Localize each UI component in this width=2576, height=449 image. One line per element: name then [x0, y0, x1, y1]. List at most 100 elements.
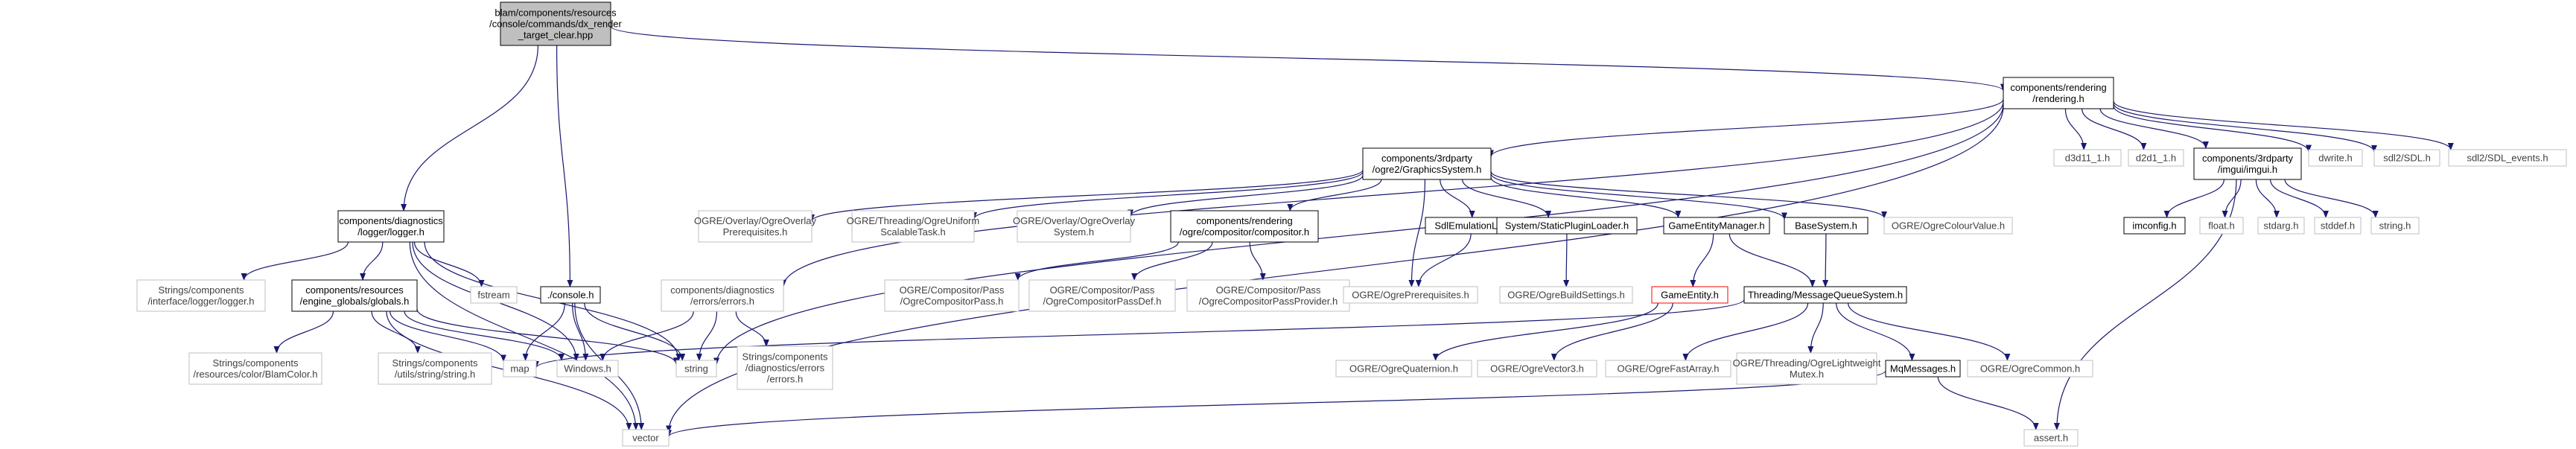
node-stdarg[interactable]: stdarg.h — [2257, 217, 2305, 235]
edge-logger-to-fstream — [413, 241, 485, 287]
node-d3d11-1[interactable]: d3d11_1.h — [2053, 149, 2122, 167]
node-logger[interactable]: components/diagnostics/logger/logger.h — [337, 210, 445, 243]
edge-errors-to-string — [696, 311, 718, 361]
node-label-line: sdl2/SDL_events.h — [2467, 153, 2548, 164]
node-label-line: OGRE/OgreFastArray.h — [1617, 363, 1719, 375]
node-box — [1170, 210, 1319, 243]
node-comp-pass[interactable]: OGRE/Compositor/Pass/OgreCompositorPass.… — [884, 279, 1020, 312]
node-game-entity[interactable]: GameEntity.h — [1651, 286, 1729, 304]
node-graphics-system[interactable]: components/3rdparty/ogre2/GraphicsSystem… — [1362, 147, 1492, 180]
node-label-line: vector — [632, 433, 659, 444]
node-label-line: dwrite.h — [2318, 153, 2353, 164]
node-build-settings[interactable]: OGRE/OgreBuildSettings.h — [1499, 286, 1633, 304]
node-label-line: Strings/components — [213, 357, 299, 369]
node-box — [2448, 149, 2567, 167]
edge-compositor-to-comp_pass_def — [1131, 241, 1213, 281]
node-label-line: components/diagnostics — [339, 215, 443, 226]
node-label-line: OGRE/OgreColourValue.h — [1892, 220, 2005, 232]
node-vector3[interactable]: OGRE/OgreVector3.h — [1477, 360, 1597, 378]
node-label-line: /ogre/compositor/compositor.h — [1180, 226, 1309, 238]
edge-graphics_system-to-overlay_system — [1128, 174, 1364, 217]
node-rendering[interactable]: components/rendering/rendering.h — [2003, 77, 2114, 109]
node-utils-string[interactable]: Strings/components/utils/string/string.h — [378, 352, 492, 385]
node-dwrite[interactable]: dwrite.h — [2308, 149, 2363, 167]
node-vector[interactable]: vector — [622, 429, 670, 447]
node-mq-system[interactable]: Threading/MessageQueueSystem.h — [1743, 286, 1907, 304]
node-box — [136, 279, 266, 312]
edge-rendering-to-imgui — [2099, 108, 2209, 149]
node-box — [2003, 77, 2114, 109]
node-compositor[interactable]: components/rendering/ogre/compositor/com… — [1170, 210, 1319, 243]
node-box — [1335, 360, 1472, 378]
node-root[interactable]: blam/components/resources/console/comman… — [489, 1, 623, 46]
node-errors[interactable]: components/diagnostics/errors/errors.h — [661, 279, 784, 312]
node-colour-value[interactable]: OGRE/OgreColourValue.h — [1883, 217, 2013, 235]
node-box — [2257, 217, 2305, 235]
edge-mq_system-to-fast_array — [1682, 302, 1809, 361]
node-label-line: stddef.h — [2321, 220, 2355, 232]
node-box — [1784, 217, 1869, 235]
node-float[interactable]: float.h — [2199, 217, 2244, 235]
node-box — [1496, 217, 1638, 235]
node-d2d1-1[interactable]: d2d1_1.h — [2128, 149, 2184, 167]
node-sdl[interactable]: sdl2/SDL.h — [2373, 149, 2440, 167]
edge-console-to-string — [584, 302, 686, 361]
edge-mq_messages-to-assert — [1937, 376, 2039, 430]
node-map[interactable]: map — [503, 360, 537, 378]
node-box — [378, 352, 492, 385]
node-mq-messages[interactable]: MqMessages.h — [1885, 360, 1961, 378]
node-box — [2370, 217, 2420, 235]
edge-globals-to-map — [389, 311, 506, 363]
node-box — [622, 429, 670, 447]
node-box — [1663, 217, 1770, 235]
edge-logger-to-iface_logger — [241, 241, 349, 281]
node-label-line: GameEntity.h — [1661, 290, 1719, 301]
edge-entity_manager-to-mq_system — [1729, 233, 1816, 287]
edge-root-to-logger — [401, 45, 538, 211]
node-console[interactable]: ./console.h — [540, 286, 601, 304]
edge-compositor-to-comp_pass — [1014, 241, 1179, 281]
node-label-line: System/StaticPluginLoader.h — [1505, 220, 1629, 232]
node-entity-manager[interactable]: GameEntityManager.h — [1663, 217, 1770, 235]
node-imconfig[interactable]: imconfig.h — [2123, 217, 2186, 235]
node-box — [2023, 429, 2079, 447]
node-ogre-prereq[interactable]: OGRE/OgrePrerequisites.h — [1343, 286, 1478, 304]
node-label-line: blam/components/resources — [494, 7, 617, 19]
node-string[interactable]: string — [675, 360, 717, 378]
node-assert[interactable]: assert.h — [2023, 429, 2079, 447]
node-blam-color[interactable]: Strings/components/resources/color/BlamC… — [188, 352, 322, 385]
node-windows[interactable]: Windows.h — [556, 360, 619, 378]
node-ogre-common[interactable]: OGRE/OgreCommon.h — [1967, 360, 2093, 378]
node-box — [2314, 217, 2362, 235]
edge-imgui-to-assert — [2053, 179, 2237, 430]
node-imgui[interactable]: components/3rdparty/imgui/imgui.h — [2193, 147, 2302, 180]
node-fast-array[interactable]: OGRE/OgreFastArray.h — [1605, 360, 1731, 378]
node-static-plugin[interactable]: System/StaticPluginLoader.h — [1496, 217, 1638, 235]
node-box — [2199, 217, 2244, 235]
node-comp-pass-provider[interactable]: OGRE/Compositor/Pass/OgreCompositorPassP… — [1186, 279, 1350, 312]
node-stddef[interactable]: stddef.h — [2314, 217, 2362, 235]
node-box — [1186, 279, 1350, 312]
edge-imgui-to-imconfig — [2163, 179, 2224, 218]
node-string-h[interactable]: string.h — [2370, 217, 2420, 235]
node-diag-errors[interactable]: Strings/components/diagnostics/errors/er… — [737, 345, 833, 390]
node-fstream[interactable]: fstream — [470, 286, 518, 304]
node-quaternion[interactable]: OGRE/OgreQuaternion.h — [1335, 360, 1472, 378]
node-iface-logger[interactable]: Strings/components/interface/logger/logg… — [136, 279, 266, 312]
edge-imgui-to-stddef — [2270, 179, 2329, 218]
node-comp-pass-def[interactable]: OGRE/Compositor/Pass/OgreCompositorPassD… — [1028, 279, 1176, 312]
node-label-line: imconfig.h — [2132, 220, 2176, 232]
node-box — [1343, 286, 1478, 304]
node-globals[interactable]: components/resources/engine_globals/glob… — [291, 279, 418, 312]
node-box — [1499, 286, 1633, 304]
node-label-line: Mutex.h — [1790, 369, 1824, 380]
node-box — [675, 360, 717, 378]
node-sdl-events[interactable]: sdl2/SDL_events.h — [2448, 149, 2567, 167]
node-base-system[interactable]: BaseSystem.h — [1784, 217, 1869, 235]
node-box — [470, 286, 518, 304]
node-box — [884, 279, 1020, 312]
